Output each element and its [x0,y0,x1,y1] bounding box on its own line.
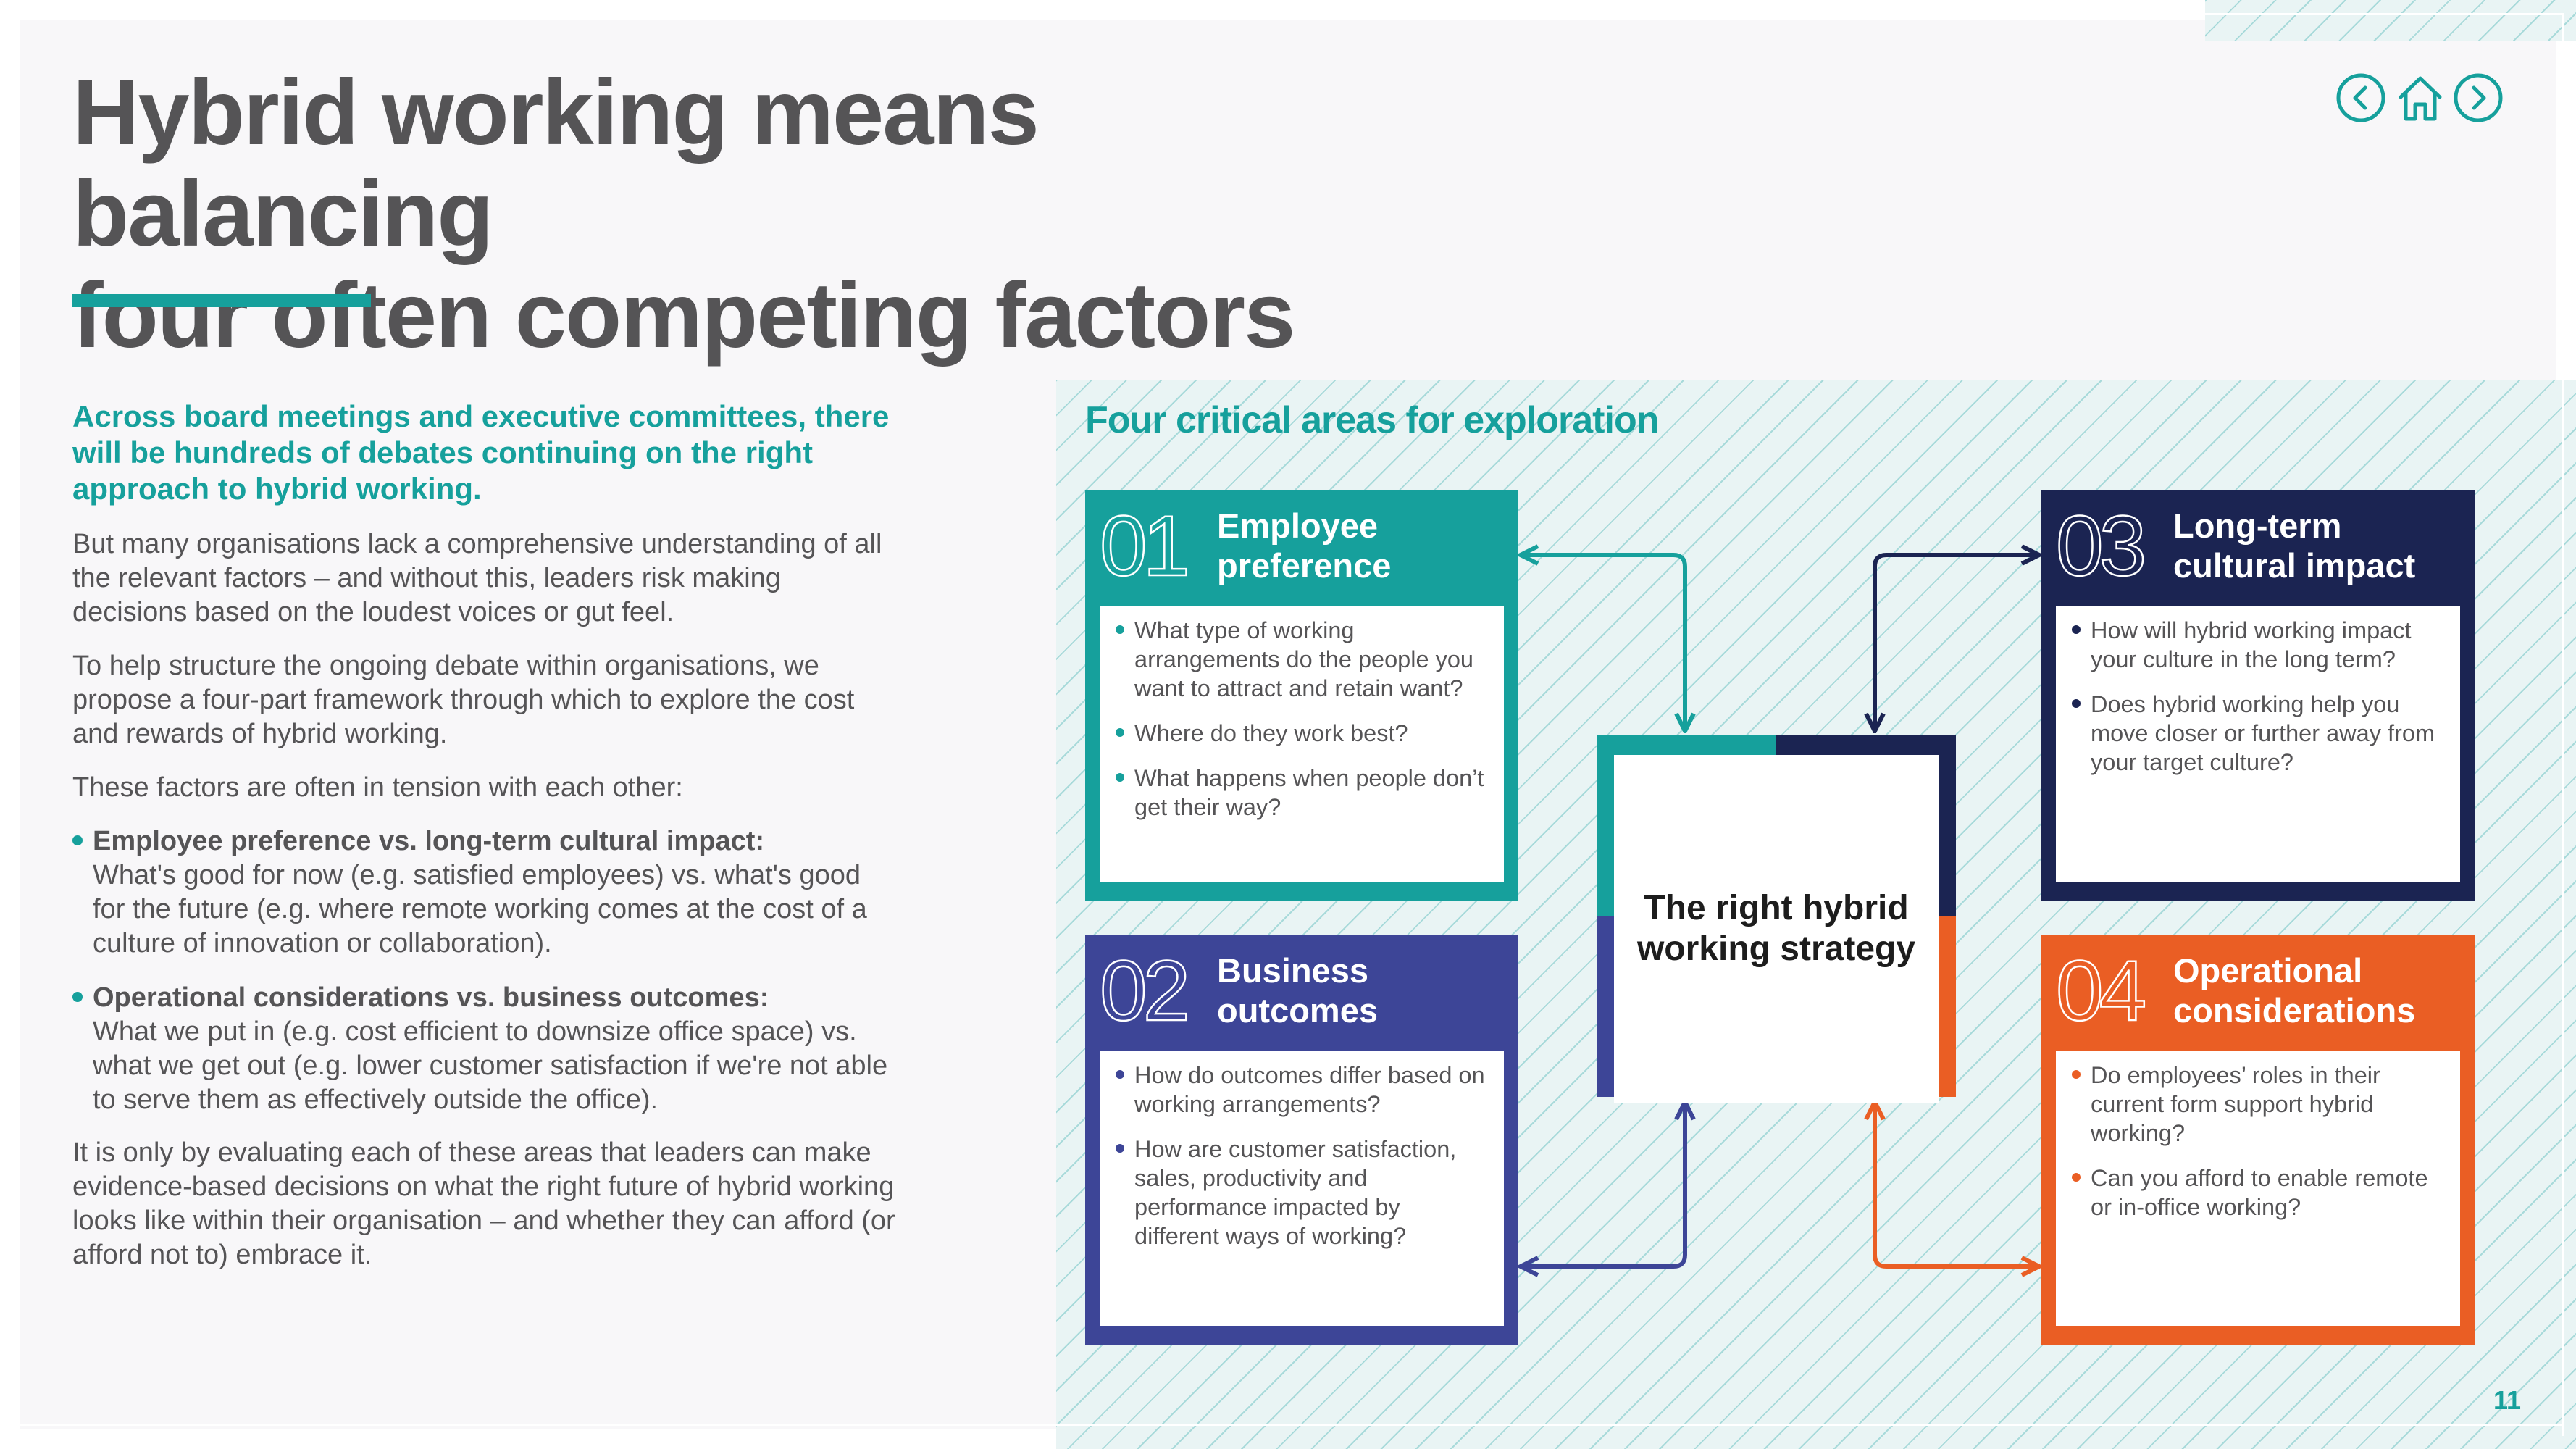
tension-item-1-text: What's good for now (e.g. satisfied empl… [93,860,867,959]
tension-item-1: Employee preference vs. long-term cultur… [72,824,898,961]
home-button[interactable] [2395,72,2446,123]
card-title: Long-term cultural impact [2173,506,2416,585]
bullet-dot [1116,773,1124,782]
arrow-cultural-impact [1875,555,2037,729]
page-title-line-2: four often competing factors [72,264,1295,367]
page-number: 11 [2493,1385,2521,1415]
tension-item-2-text: What we put in (e.g. cost efficient to d… [93,1016,888,1115]
page-title: Hybrid working means balancing four ofte… [72,62,1449,367]
tension-item-1-heading: Employee preference vs. long-term cultur… [93,826,765,856]
previous-page-button[interactable] [2335,72,2386,123]
question-item: What happens when people don’t get their… [1116,764,1488,822]
page-title-line-1: Hybrid working means balancing [72,61,1040,266]
bullet-dot [1116,728,1124,737]
chevron-right-circle-icon [2454,73,2503,122]
card-number: 01 [1099,498,1192,594]
body-paragraph-2: To help structure the ongoing debate wit… [72,651,855,749]
bullet-dot [2072,1070,2081,1079]
frame-line-left [13,13,15,1436]
frame-line-bottom [13,1424,2563,1426]
bullet-dot [72,992,83,1002]
card-operational-considerations: 04 Operational considerations Do employe… [2041,935,2475,1345]
arrow-business-outcomes [1523,1104,1685,1266]
bullet-dot [1116,1070,1124,1079]
bullet-dot [2072,625,2081,634]
chevron-left-circle-icon [2336,73,2385,122]
arrow-operational-considerations [1875,1104,2037,1266]
card-questions: What type of working arrangements do the… [1100,606,1504,882]
diagram-heading: Four critical areas for exploration [1085,399,1659,441]
card-title: Operational considerations [2173,951,2416,1030]
center-label: The right hybrid working strategy [1636,889,1916,968]
home-icon [2399,76,2442,121]
card-number: 02 [1099,943,1192,1039]
bullet-dot [2072,699,2081,708]
top-right-hatch [2205,0,2576,41]
frame-line-right [2562,13,2564,1436]
card-business-outcomes: 02 Business outcomes How do outcomes dif… [1085,935,1518,1345]
center-strategy-box: The right hybrid working strategy [1597,735,1956,1103]
bullet-dot [72,835,83,845]
bullet-dot [1116,1144,1124,1153]
card-title: Employee preference [1217,506,1392,585]
tension-intro: These factors are often in tension with … [72,772,683,803]
card-number: 04 [2055,943,2148,1039]
card-questions: How will hybrid working impact your cult… [2056,606,2460,882]
tension-item-2: Operational considerations vs. business … [72,981,898,1117]
question-item: Can you afford to enable remote or in-of… [2072,1164,2444,1222]
tension-item-2-heading: Operational considerations vs. business … [93,982,769,1013]
bullet-dot [2072,1173,2081,1182]
question-item: How do outcomes differ based on working … [1116,1061,1488,1119]
card-number: 03 [2055,498,2148,594]
bullet-dot [1116,625,1124,634]
card-long-term-cultural-impact: 03 Long-term cultural impact How will hy… [2041,490,2475,901]
question-item: Does hybrid working help you move closer… [2072,690,2444,777]
card-questions: How do outcomes differ based on working … [1100,1051,1504,1326]
body-paragraph-1: But many organisations lack a comprehens… [72,529,882,627]
question-item: What type of working arrangements do the… [1116,616,1488,703]
card-title: Business outcomes [1217,951,1378,1030]
question-item: How are customer satisfaction, sales, pr… [1116,1135,1488,1250]
question-item: Do employees’ roles in their current for… [2072,1061,2444,1148]
frame-line-top [13,13,2563,15]
center-label-panel: The right hybrid working strategy [1614,755,1939,1103]
closing-paragraph: It is only by evaluating each of these a… [72,1137,895,1270]
next-page-button[interactable] [2453,72,2504,123]
title-underline [72,294,371,307]
arrow-employee-preference [1523,555,1685,729]
card-employee-preference: 01 Employee preference What type of work… [1085,490,1518,901]
question-item: Where do they work best? [1116,719,1488,748]
card-questions: Do employees’ roles in their current for… [2056,1051,2460,1326]
intro-lead-text: Across board meetings and executive comm… [72,399,890,506]
question-item: How will hybrid working impact your cult… [2072,616,2444,674]
